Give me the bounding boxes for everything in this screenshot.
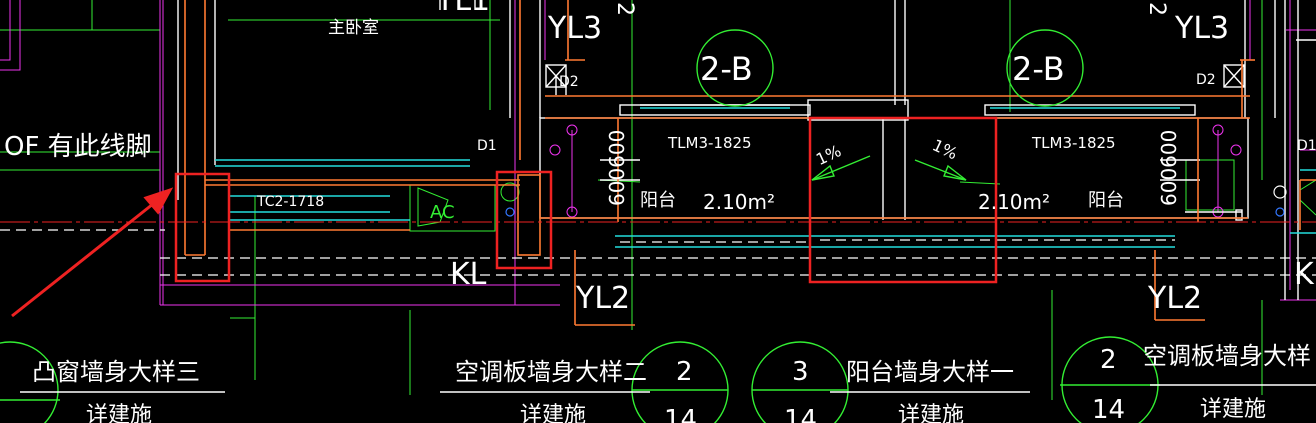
- balcony-label-left: 阳台: [640, 190, 676, 211]
- labels: 主卧室 YL1 YL3 YL3 2 2 2-B 2-B D2 D2 D1 D1 …: [4, 0, 1316, 423]
- area-label-left: 2.10m²: [703, 190, 775, 214]
- dashed-beam-lines: [0, 229, 1316, 276]
- label-d2-left: D2: [559, 74, 579, 90]
- section-tag-2b-right: 2-B: [1012, 50, 1065, 88]
- dimension-left: 600600: [605, 130, 629, 206]
- circle-number-3: 3: [792, 357, 809, 387]
- beam-label-k: K: [1294, 257, 1315, 292]
- label-d2-right: D2: [1196, 72, 1216, 88]
- door-label-right: TLM3-1825: [1031, 134, 1116, 152]
- beam-label-kl: KL: [450, 257, 487, 292]
- column-label-yl3-left: YL3: [547, 11, 602, 46]
- orange-walls: [184, 0, 1316, 326]
- cyan-linework: [215, 107, 1316, 248]
- detail-ref-bay: 详建施: [86, 403, 152, 423]
- detail-title-ac-right: 空调板墙身大样: [1143, 342, 1311, 370]
- circle-number-2-b: 2: [1100, 345, 1117, 375]
- section-circle-2b-left: [696, 29, 774, 107]
- ac-label: AC: [430, 202, 455, 223]
- slope-arrows: [811, 155, 967, 181]
- magenta-linework: [0, 0, 1316, 306]
- column-label-yl3-right: YL3: [1174, 11, 1229, 46]
- room-label-master: 主卧室: [328, 18, 379, 38]
- highlight-box-slope: [808, 116, 998, 284]
- column-label-yl2-left: YL2: [575, 281, 630, 316]
- section-circle-2b-right: [1006, 29, 1084, 107]
- detail-ref-balcony: 详建施: [898, 403, 964, 423]
- highlight-box-column-d1: [495, 170, 553, 270]
- circle-number-14-a: 14: [664, 405, 697, 423]
- section-tag-2b-left: 2-B: [700, 50, 753, 88]
- circle-number-14-c: 14: [1092, 395, 1125, 423]
- circle-number-14-b: 14: [784, 405, 817, 423]
- area-label-right: 2.10m²: [978, 190, 1050, 214]
- column-label-yl2-right: YL2: [1147, 281, 1202, 316]
- detail-ref-ac-right: 详建施: [1200, 397, 1266, 422]
- detail-underlines: [20, 384, 1316, 393]
- tag-number-left: 2: [612, 2, 637, 16]
- detail-title-balcony: 阳台墙身大样一: [846, 358, 1014, 386]
- column-markers: [505, 185, 1287, 217]
- dimension-right: 600600: [1157, 130, 1181, 206]
- label-d1-left: D1: [477, 138, 497, 154]
- balcony-label-right: 阳台: [1088, 190, 1124, 211]
- door-label-left: TLM3-1825: [667, 134, 752, 152]
- window-label: TC2-1718: [256, 194, 324, 210]
- detail-ref-ac-left: 详建施: [520, 403, 586, 423]
- annotation-arrow: [11, 187, 174, 318]
- detail-title-bay-window: 凸窗墙身大样三: [32, 358, 200, 386]
- label-d1-right: D1: [1297, 138, 1316, 154]
- note-skirting: OF 有此线脚: [4, 132, 152, 162]
- detail-title-ac-left: 空调板墙身大样二: [455, 358, 647, 386]
- tag-number-right: 2: [1144, 2, 1169, 16]
- highlight-boxes: [174, 116, 998, 284]
- circle-number-2-a: 2: [676, 357, 693, 387]
- column-label-yl1: YL1: [435, 0, 490, 18]
- highlight-box-column-left: [174, 172, 231, 283]
